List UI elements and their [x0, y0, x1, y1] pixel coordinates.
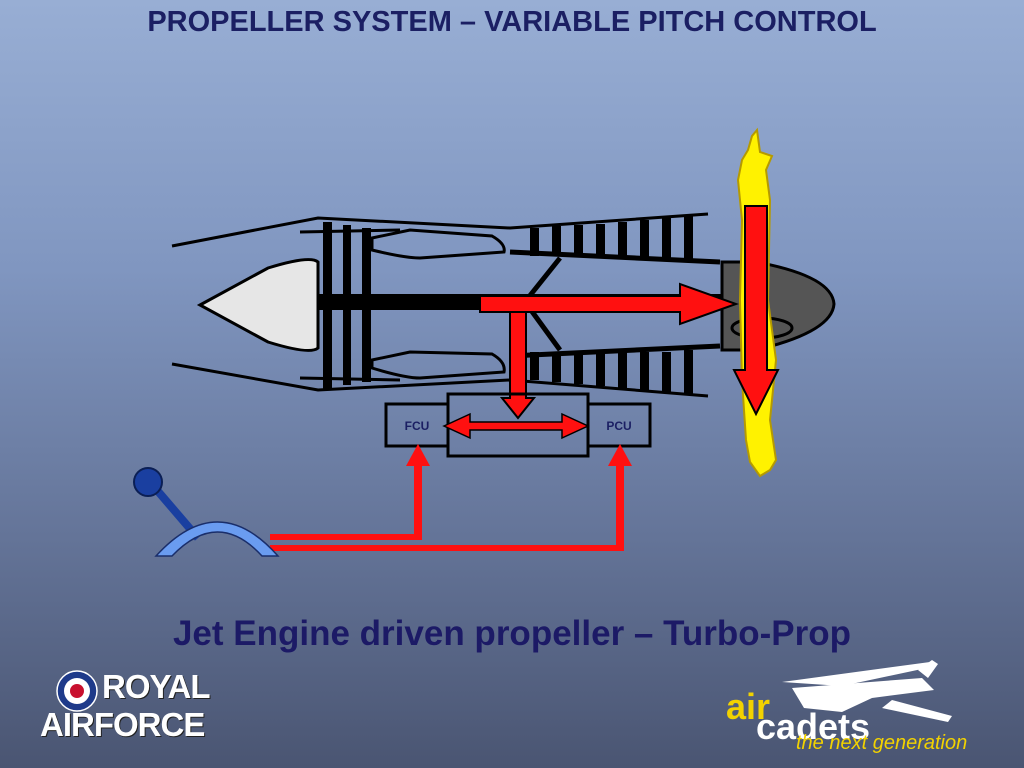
turbine-casing	[509, 249, 721, 359]
fcu-pcu-link-arrow	[442, 412, 590, 440]
raf-logo: ROYAL AIRFORCE	[36, 668, 216, 748]
air-cadets-logo: air cadets the next generation	[722, 660, 1012, 760]
engine-casing	[171, 212, 709, 398]
slide-subtitle: Jet Engine driven propeller – Turbo-Prop	[172, 614, 852, 653]
lever-knob	[133, 467, 163, 497]
turbine-blades-bottom	[530, 350, 693, 394]
nose-cone	[196, 258, 320, 352]
combustion-chamber	[299, 228, 506, 382]
raf-logo-line1: ROYAL	[102, 668, 210, 705]
turbine-blades-top	[530, 216, 693, 260]
control-linkage	[270, 444, 632, 551]
raf-logo-line2: AIRFORCE	[40, 706, 205, 743]
slide-title: PROPELLER SYSTEM – VARIABLE PITCH CONTRO…	[147, 6, 877, 38]
fcu-label: FCU	[405, 419, 430, 433]
raf-roundel-icon	[56, 670, 98, 712]
cadets-word-air: air	[726, 686, 771, 727]
cadets-word-cadets: cadets	[756, 706, 871, 747]
governor-drive-arrow	[499, 311, 537, 420]
glider-icon	[782, 660, 952, 722]
pitch-change-arrow	[732, 205, 780, 417]
cadets-tagline: the next generation	[796, 732, 968, 754]
lever-quadrant	[154, 521, 280, 557]
pcu-label: PCU	[606, 419, 631, 433]
pilot-control-lever	[133, 467, 280, 557]
